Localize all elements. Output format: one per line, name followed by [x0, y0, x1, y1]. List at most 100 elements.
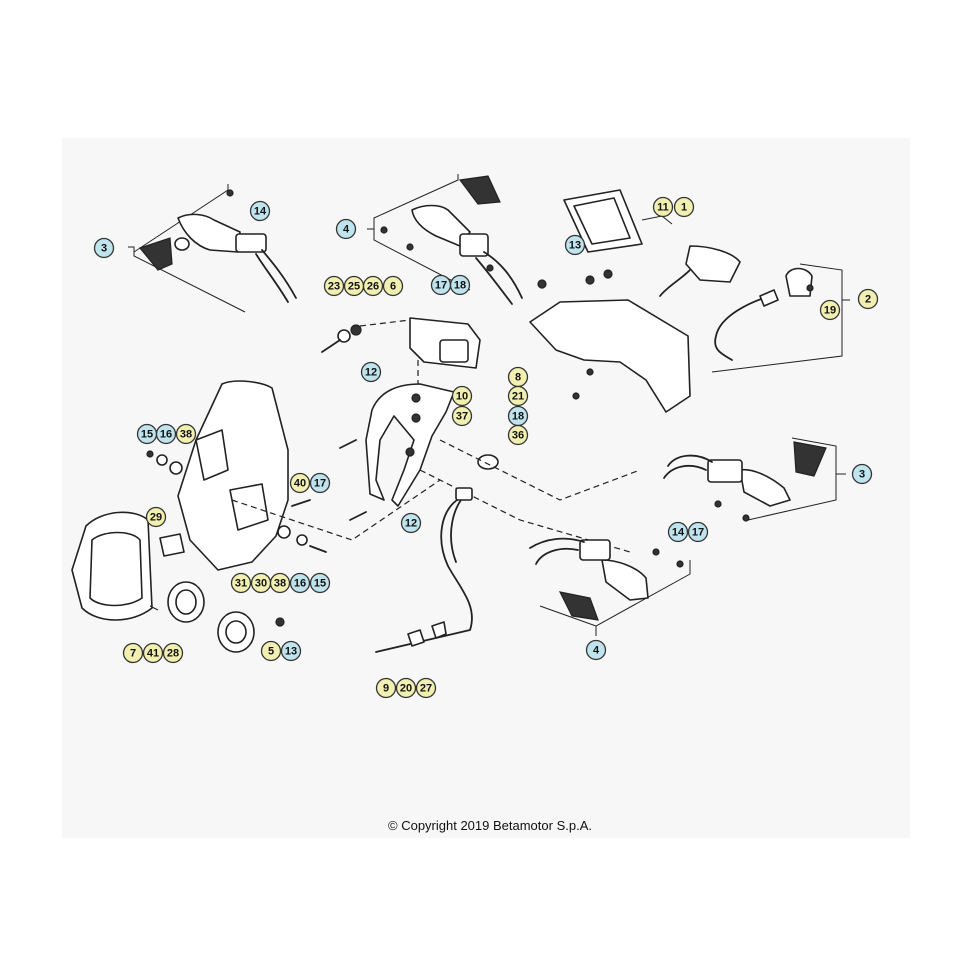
callout-c8: 8	[507, 366, 529, 388]
callout-label: 29	[150, 512, 162, 524]
callout-circle	[451, 405, 473, 427]
callout-label: 1	[681, 202, 687, 214]
callout-c9: 9	[375, 677, 397, 699]
callout-label: 27	[420, 683, 432, 695]
callout-circle	[819, 299, 841, 321]
callout-label: 30	[255, 578, 267, 590]
callout-label: 4	[343, 224, 350, 236]
callout-circle	[687, 521, 709, 543]
callout-circle	[249, 200, 271, 222]
callout-c16a: 16	[155, 423, 177, 445]
callout-label: 13	[285, 646, 297, 658]
callout-c10: 10	[451, 385, 473, 407]
callout-c7: 7	[122, 642, 144, 664]
callout-c11: 11	[652, 196, 674, 218]
callout-label: 15	[141, 429, 153, 441]
indicator-rear-right	[529, 537, 691, 636]
callout-circle	[280, 640, 302, 662]
callout-circle	[362, 275, 384, 297]
instrument-cluster	[321, 317, 481, 400]
callout-c15b: 15	[309, 572, 331, 594]
callout-circle	[449, 274, 471, 296]
callout-circle	[585, 639, 607, 661]
callout-label: 5	[268, 646, 274, 658]
indicator-front-left	[128, 184, 297, 313]
callout-label: 18	[512, 411, 524, 423]
callout-c27: 27	[415, 677, 437, 699]
callout-label: 14	[254, 206, 267, 218]
callout-c6: 6	[382, 275, 404, 297]
callout-circle	[335, 218, 357, 240]
callout-label: 17	[314, 478, 326, 490]
callout-circle	[857, 288, 879, 310]
callout-layer: 1233445678910111212131314141515161617171…	[93, 196, 879, 699]
callout-c38a: 38	[175, 423, 197, 445]
callout-c19: 19	[819, 299, 841, 321]
callout-label: 13	[569, 240, 581, 252]
callout-c17c: 17	[687, 521, 709, 543]
callout-circle	[289, 472, 311, 494]
callout-c16b: 16	[289, 572, 311, 594]
callout-circle	[375, 677, 397, 699]
callout-c41: 41	[142, 642, 164, 664]
callout-circle	[382, 275, 404, 297]
callout-label: 12	[405, 518, 417, 530]
callout-circle	[93, 237, 115, 259]
callout-circle	[667, 521, 689, 543]
callout-label: 15	[314, 578, 326, 590]
callout-c14a: 14	[249, 200, 271, 222]
callout-label: 23	[328, 281, 340, 293]
callout-circle	[309, 572, 331, 594]
callout-circle	[507, 424, 529, 446]
callout-c4a: 4	[335, 218, 357, 240]
callout-c13a: 13	[564, 234, 586, 256]
callout-c30: 30	[250, 572, 272, 594]
callout-c38b: 38	[269, 572, 291, 594]
callout-label: 2	[865, 294, 871, 306]
callout-c40: 40	[289, 472, 311, 494]
callout-circle	[564, 234, 586, 256]
callout-c1: 1	[673, 196, 695, 218]
callout-label: 3	[859, 469, 865, 481]
callout-circle	[360, 361, 382, 383]
callout-c13b: 13	[280, 640, 302, 662]
callout-label: 8	[515, 372, 521, 384]
callout-c26: 26	[362, 275, 384, 297]
callout-circle	[415, 677, 437, 699]
callout-c2: 2	[857, 288, 879, 310]
callout-label: 19	[824, 305, 836, 317]
callout-circle	[175, 423, 197, 445]
callout-label: 21	[512, 391, 524, 403]
callout-circle	[289, 572, 311, 594]
callout-label: 36	[512, 430, 524, 442]
callout-c12b: 12	[400, 512, 422, 534]
callout-circle	[323, 275, 345, 297]
callout-c20: 20	[395, 677, 417, 699]
callout-c31: 31	[230, 572, 252, 594]
callout-c28: 28	[162, 642, 184, 664]
callout-circle	[155, 423, 177, 445]
callout-circle	[260, 640, 282, 662]
callout-circle	[309, 472, 331, 494]
callout-circle	[851, 463, 873, 485]
bulb-holder	[217, 611, 285, 653]
callout-circle	[145, 506, 167, 528]
callout-label: 14	[672, 527, 685, 539]
license-plate-bracket	[529, 189, 741, 413]
callout-c37: 37	[451, 405, 473, 427]
callout-label: 38	[180, 429, 192, 441]
indicator-front-right	[663, 437, 846, 522]
wiring-harness	[375, 487, 473, 653]
callout-circle	[162, 642, 184, 664]
callout-circle	[652, 196, 674, 218]
callout-label: 7	[130, 648, 136, 660]
callout-c4b: 4	[585, 639, 607, 661]
callout-circle	[142, 642, 164, 664]
callout-label: 11	[657, 202, 669, 214]
callout-label: 16	[160, 429, 172, 441]
callout-circle	[507, 385, 529, 407]
callout-label: 17	[692, 527, 704, 539]
callout-label: 10	[456, 391, 468, 403]
callout-label: 3	[101, 243, 107, 255]
